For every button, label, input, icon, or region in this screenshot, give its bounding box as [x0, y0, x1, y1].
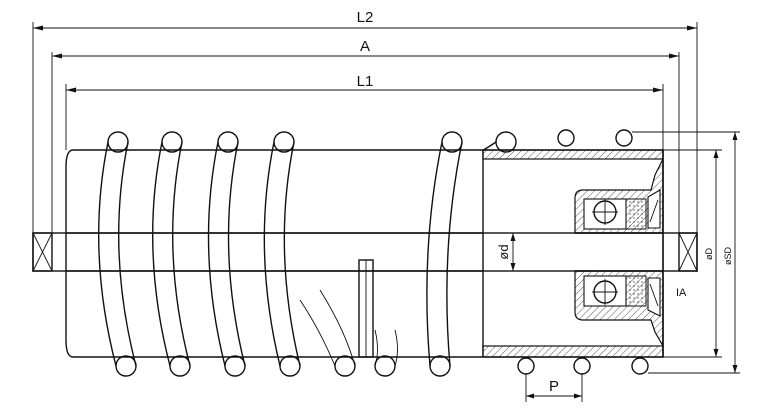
label-outer-diameter: øD — [704, 248, 714, 260]
dimension-l2: L2 — [32, 9, 698, 272]
dimension-shaft-diameter: ød — [496, 233, 516, 271]
label-pitch: P — [549, 378, 559, 395]
label-spiral-diameter: øSD — [723, 246, 733, 265]
label-ia: IA — [676, 287, 687, 299]
dimension-outer-diameters: øD øSD — [632, 131, 740, 374]
dimension-pitch: P — [525, 374, 583, 402]
spiral-rings-top — [107, 129, 633, 153]
label-shaft-diameter: ød — [496, 244, 511, 259]
section-tube-wall — [482, 149, 664, 358]
spiral-coils — [98, 141, 497, 367]
label-l2: L2 — [357, 9, 374, 26]
bearing-housing-bottom — [574, 270, 664, 349]
dimension-a: A — [51, 38, 680, 235]
shaft-end-right — [678, 232, 698, 272]
label-a: A — [360, 38, 370, 55]
shaft — [32, 232, 698, 272]
label-l1: L1 — [357, 73, 374, 90]
tube-slot — [358, 259, 374, 358]
dimension-l1: L1 — [65, 73, 664, 150]
roller-tube — [65, 149, 664, 358]
bearing-housing-top — [574, 158, 664, 234]
shaft-end-left — [32, 232, 53, 272]
spiral-rings-bottom — [115, 355, 649, 377]
